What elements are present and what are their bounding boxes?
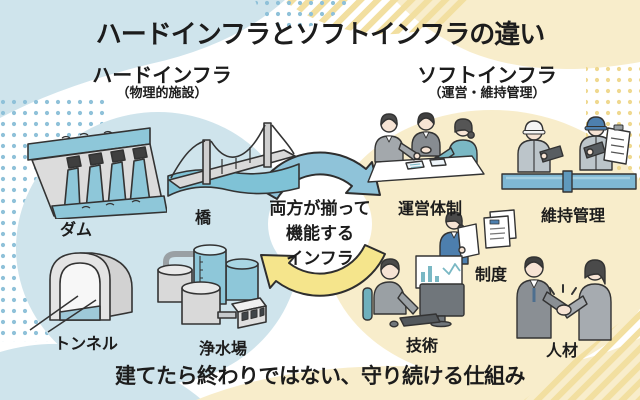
mouse [389,320,399,328]
cycle-center-circle [268,172,372,276]
checklist-clipboard [603,124,631,165]
wall-chart [415,255,463,289]
hard-infra-header: ハードインフラ （物理的施設） [92,64,231,103]
maintenance-workers-illustration [501,116,637,193]
wave-bottom-left [0,343,202,400]
person-left [374,113,404,163]
hard-infra-heading: ハードインフラ [92,63,232,87]
tunnel-leader-lines [29,295,97,333]
man-at-desk [373,258,419,315]
cycle-arrow-yellow [260,244,386,297]
label-bridge: 橋 [194,208,212,227]
woman-right [561,259,612,341]
blob-top-left [0,0,285,118]
dam-illustration [27,127,167,219]
bridge-illustration [167,122,300,197]
handshake-hands [556,304,572,316]
tunnel-illustration [29,252,133,333]
label-dam: ダム [59,220,93,239]
label-system: 制度 [474,265,508,284]
cycle-caption-line2: 機能する [286,224,354,244]
label-maintenance: 維持管理 [540,206,606,225]
label-tunnel: トンネル [54,334,118,353]
meeting-table [367,155,485,183]
label-talent: 人材 [545,341,579,360]
chair [362,287,373,321]
operation-meeting-illustration [367,112,485,183]
technology-computer-illustration [362,255,465,328]
soft-infra-header: ソフトインフラ （運営・維持管理） [417,64,556,103]
man-left [516,256,569,339]
dots-top-center [255,0,350,30]
worker-left [517,120,564,173]
cycle-caption-line1: 両方が揃って [269,199,371,219]
monitor [419,283,465,328]
cycle-caption: 両方が揃って 機能する インフラ [269,197,370,272]
wave-bottom-right [196,338,640,400]
keyboard [399,313,441,327]
soft-infra-heading: ソフトインフラ [417,63,557,87]
document-stack [483,209,517,249]
label-technology: 技術 [405,336,439,355]
hard-infra-subheading: （物理的施設） [116,86,208,101]
cycle-caption-line3: インフラ [286,249,354,269]
water-plant-illustration [157,244,267,329]
label-operation: 運営体制 [397,199,463,218]
page-title: ハードインフラとソフトインフラの違い [95,20,545,50]
sparkle-icon [549,284,577,295]
blob-top-right [395,0,640,70]
soft-infra-subheading: （運営・維持管理） [428,86,546,101]
talent-handshake-illustration [516,256,612,341]
label-water-plant: 浄水場 [198,339,248,358]
footer-caption: 建てたら終わりではない、守り続ける仕組み [115,364,526,388]
person-center [411,112,441,157]
